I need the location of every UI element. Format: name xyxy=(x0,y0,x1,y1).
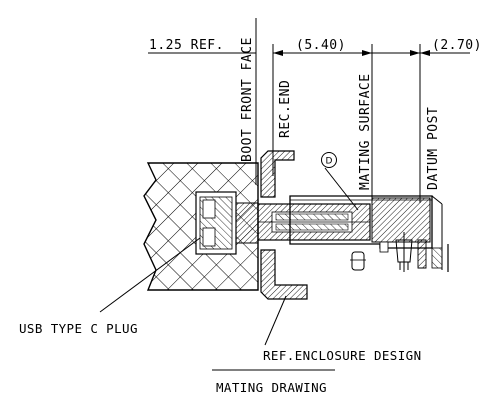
dim-270-label: (2.70) xyxy=(432,38,481,53)
detail-callout-label: D xyxy=(326,157,333,167)
receptacle-housing xyxy=(289,195,443,270)
boot-front-face-label: BOOT FRONT FACE xyxy=(240,37,255,162)
dim-540-label: (5.40) xyxy=(296,38,346,53)
dimension-lines xyxy=(148,50,470,56)
usb-plug-label: USB TYPE C PLUG xyxy=(19,321,138,336)
rec-end-label: REC.END xyxy=(278,80,293,138)
enclosure-label: REF.ENCLOSURE DESIGN xyxy=(263,348,422,363)
datum-post-label: DATUM POST xyxy=(426,107,441,190)
plug-body xyxy=(195,191,259,255)
reference-lines xyxy=(255,18,421,203)
ref-enclosure xyxy=(260,150,308,300)
leader-lines xyxy=(99,167,359,371)
mating-surface-label: MATING SURFACE xyxy=(358,73,373,190)
plug-shell xyxy=(257,203,371,241)
drawing-title: MATING DRAWING xyxy=(216,380,327,395)
detail-callout-circle xyxy=(321,152,337,168)
ref-dimension-label: 1.25 REF. xyxy=(149,38,224,53)
pcb-pins xyxy=(350,232,449,272)
